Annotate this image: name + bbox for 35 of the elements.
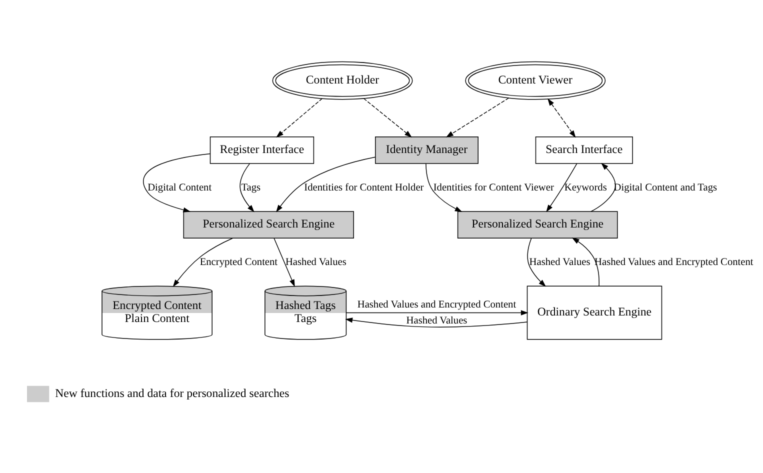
arrow <box>572 238 600 286</box>
node-box: Register Interface <box>210 136 314 164</box>
node-ellipse: Content Viewer <box>465 61 606 100</box>
node-box: Search Interface <box>535 136 633 164</box>
arrow <box>426 163 462 212</box>
arrow <box>346 310 528 316</box>
arrow <box>274 238 295 287</box>
arrow <box>142 153 211 212</box>
arrow <box>363 98 412 138</box>
legend-label: New functions and data for personalized searches <box>55 386 290 400</box>
edge-label: Tags <box>241 182 261 194</box>
arrow <box>546 163 578 212</box>
arrow <box>527 238 546 287</box>
arrow <box>276 156 376 212</box>
arrow <box>548 98 576 138</box>
edge-label: Hashed Values <box>406 315 468 326</box>
edge-label: Identities for Content Holder <box>304 182 424 194</box>
node-box: Personalized Search Engine <box>183 211 354 238</box>
edge-label: Identities for Content Viewer <box>433 182 554 194</box>
arrow <box>240 163 254 212</box>
arrow <box>446 98 510 138</box>
node-ellipse: Content Holder <box>272 61 413 100</box>
edge-label: Keywords <box>564 182 607 194</box>
edge-label: Digital Content <box>148 182 212 194</box>
arrow <box>172 238 233 287</box>
arrow <box>590 162 616 212</box>
arrow <box>276 98 323 138</box>
edge-label: Hashed Values and Encrypted Content <box>357 300 516 311</box>
edge-label: Encrypted Content <box>200 256 278 268</box>
node-box: Personalized Search Engine <box>457 211 618 238</box>
node-box: Identity Manager <box>375 136 478 164</box>
edge-label: Hashed Values <box>529 256 590 268</box>
arrow <box>345 318 528 328</box>
node-box: Ordinary Search Engine <box>526 286 662 340</box>
edge-label: Hashed Values <box>285 256 346 268</box>
